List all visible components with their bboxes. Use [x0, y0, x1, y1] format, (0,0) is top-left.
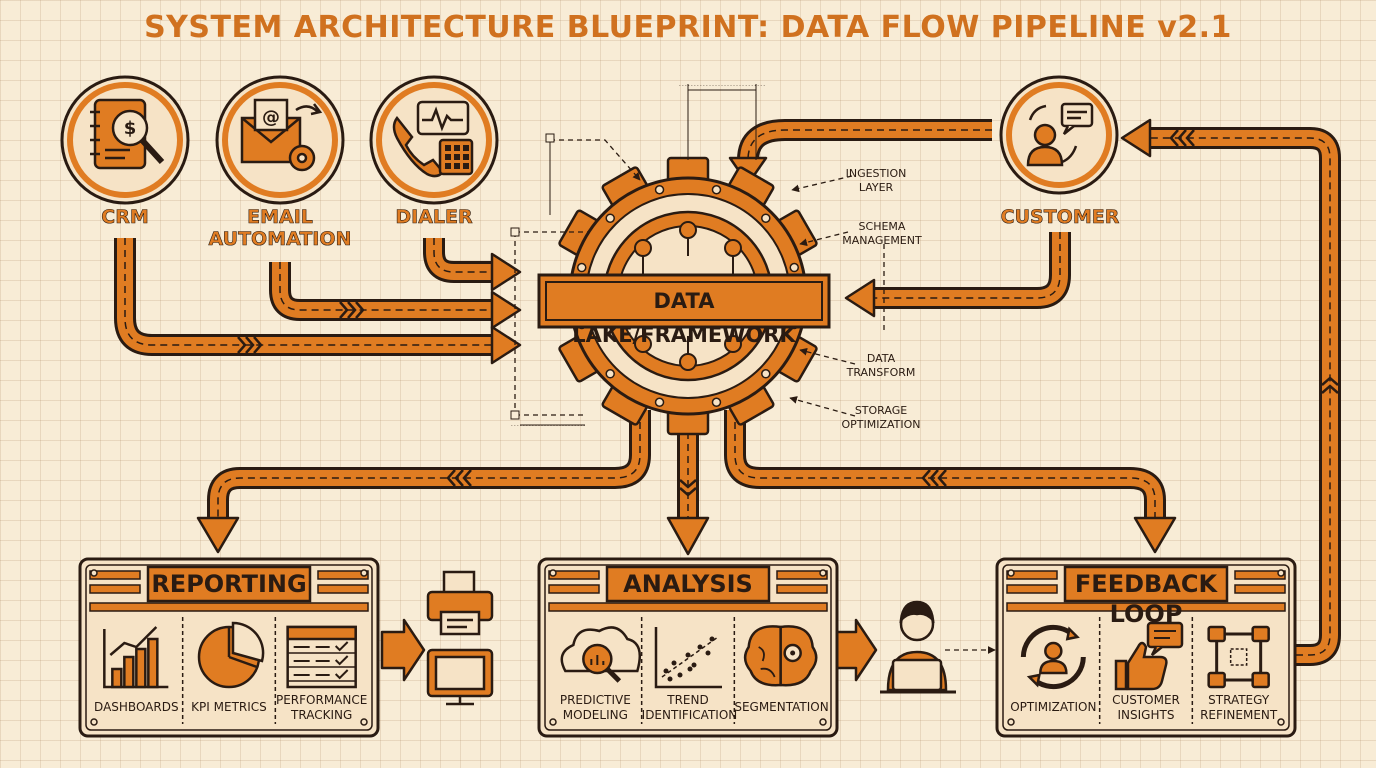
phone-dialer-icon	[392, 100, 474, 178]
hub-feedback-pipe	[724, 410, 1166, 520]
feedback-return-pipe	[1150, 127, 1341, 666]
panel-bolt	[819, 569, 827, 577]
storage-optimization-note: STORAGE OPTIMIZATION	[841, 404, 921, 431]
panel-bolt	[90, 569, 98, 577]
reporting-panel-title: REPORTING	[151, 570, 307, 598]
gear-bolt	[654, 397, 665, 408]
dialer-label: DIALER	[395, 206, 473, 229]
panel-bolt	[549, 718, 557, 726]
brain-gear-label: SEGMENTATION	[734, 700, 829, 714]
gear-bolt	[761, 213, 771, 223]
email-automation-label: EMAIL AUTOMATION	[208, 206, 352, 251]
panel-bolt	[549, 569, 557, 577]
annotation-leaders	[514, 139, 996, 654]
data-transform-note: DATA TRANSFORM	[846, 352, 916, 379]
crm-pipe	[114, 238, 498, 356]
panel-bolt	[1007, 718, 1015, 726]
strategy-cycle-icon	[1207, 625, 1270, 689]
dialer-pipe	[423, 238, 498, 283]
reporting-panel	[78, 557, 380, 738]
brain-gear-icon	[743, 625, 818, 687]
pie-chart-icon	[197, 621, 265, 689]
gear-bolt	[711, 184, 722, 195]
scatter-plot-label: TREND IDENTIFICATION	[641, 693, 738, 722]
gear-bolt	[654, 184, 665, 195]
panel-bolt	[1007, 569, 1015, 577]
panel-bolt	[360, 718, 368, 726]
user-laptop-icon	[880, 600, 956, 694]
gear-bolt	[576, 262, 587, 273]
cloud-search-label: PREDICTIVE MODELING	[559, 693, 631, 722]
svg-text:$: $	[124, 118, 137, 139]
source-email: @	[215, 75, 345, 205]
page-title: SYSTEM ARCHITECTURE BLUEPRINT: DATA FLOW…	[144, 10, 1232, 45]
scatter-plot-icon	[654, 627, 722, 689]
gear-bolt	[761, 369, 771, 379]
cloud-search-icon	[560, 626, 641, 683]
analysis-panel-title: ANALYSIS	[623, 570, 753, 598]
strategy-cycle-label: STRATEGY REFINEMENT	[1200, 693, 1278, 722]
gear-bolt	[711, 397, 722, 408]
panel-bolt	[819, 718, 827, 726]
thumbs-up-chat-icon	[1114, 621, 1184, 691]
bar-chart-icon	[103, 626, 169, 689]
svg-text:@: @	[262, 107, 280, 128]
flow-chevrons	[237, 129, 1339, 497]
data-lake-label: DATA LAKE/FRAMEWORK	[572, 289, 796, 347]
hub-reporting-pipe	[207, 410, 651, 520]
flow-pipes	[114, 119, 1341, 666]
cycle-person-label: OPTIMIZATION	[1010, 700, 1097, 714]
flow-arrowheads	[196, 118, 1177, 682]
svg-text:.........................: .........................	[510, 422, 585, 428]
crm-label: CRM	[101, 206, 149, 229]
crm-ledger-icon: $	[90, 98, 165, 170]
panel-bolt	[1277, 569, 1285, 577]
checklist-table-label: PERFORMANCE TRACKING	[275, 693, 368, 722]
analysis-panel	[537, 557, 839, 738]
gear-bolt	[605, 213, 615, 223]
cycle-person-icon	[1020, 624, 1086, 690]
printer-icon	[426, 570, 494, 636]
checklist-table-icon	[286, 625, 357, 689]
feedback-loop-panel-title: FEEDBACK LOOP	[1074, 570, 1218, 628]
data-lake-hub	[537, 156, 831, 436]
schema-management-note: SCHEMA MANAGEMENT	[842, 220, 922, 247]
source-crm: $	[60, 75, 190, 205]
panel-bolt	[90, 718, 98, 726]
bar-chart-label: DASHBOARDS	[94, 700, 179, 714]
customer-hub-pipe	[868, 232, 1071, 309]
panel-bolt	[360, 569, 368, 577]
svg-text:.............................: .............................	[678, 82, 765, 88]
panel-bolt	[1277, 718, 1285, 726]
customer-top-pipe	[737, 119, 992, 161]
dimension-marks	[510, 84, 757, 426]
gear-bolt	[605, 369, 615, 379]
gear-bolt	[789, 262, 800, 273]
source-customer	[999, 75, 1119, 195]
email-gear-icon: @	[240, 98, 323, 172]
thumbs-up-chat-label: CUSTOMER INSIGHTS	[1112, 693, 1180, 722]
feedback-loop-panel	[995, 557, 1297, 738]
monitor-icon	[426, 648, 494, 706]
pie-chart-label: KPI METRICS	[191, 700, 267, 714]
customer-label: CUSTOMER	[1000, 206, 1120, 229]
ingestion-layer-note: INGESTION LAYER	[845, 167, 907, 194]
customer-chat-icon	[1026, 102, 1094, 167]
email-pipe	[269, 262, 498, 321]
source-dialer	[369, 75, 499, 205]
